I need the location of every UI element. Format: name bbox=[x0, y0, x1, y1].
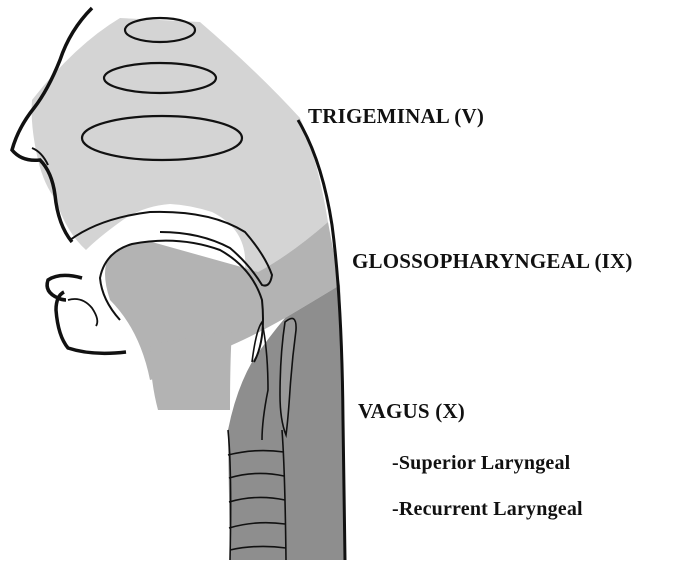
recurrent-laryngeal-label: -Recurrent Laryngeal bbox=[392, 498, 583, 521]
trigeminal-label: TRIGEMINAL (V) bbox=[308, 104, 484, 129]
glossopharyngeal-label: GLOSSOPHARYNGEAL (IX) bbox=[352, 249, 633, 274]
upper-lip-outline bbox=[47, 275, 82, 300]
vagus-label: VAGUS (X) bbox=[358, 399, 465, 424]
superior-laryngeal-label: -Superior Laryngeal bbox=[392, 452, 570, 475]
mouth-opening bbox=[68, 299, 97, 326]
